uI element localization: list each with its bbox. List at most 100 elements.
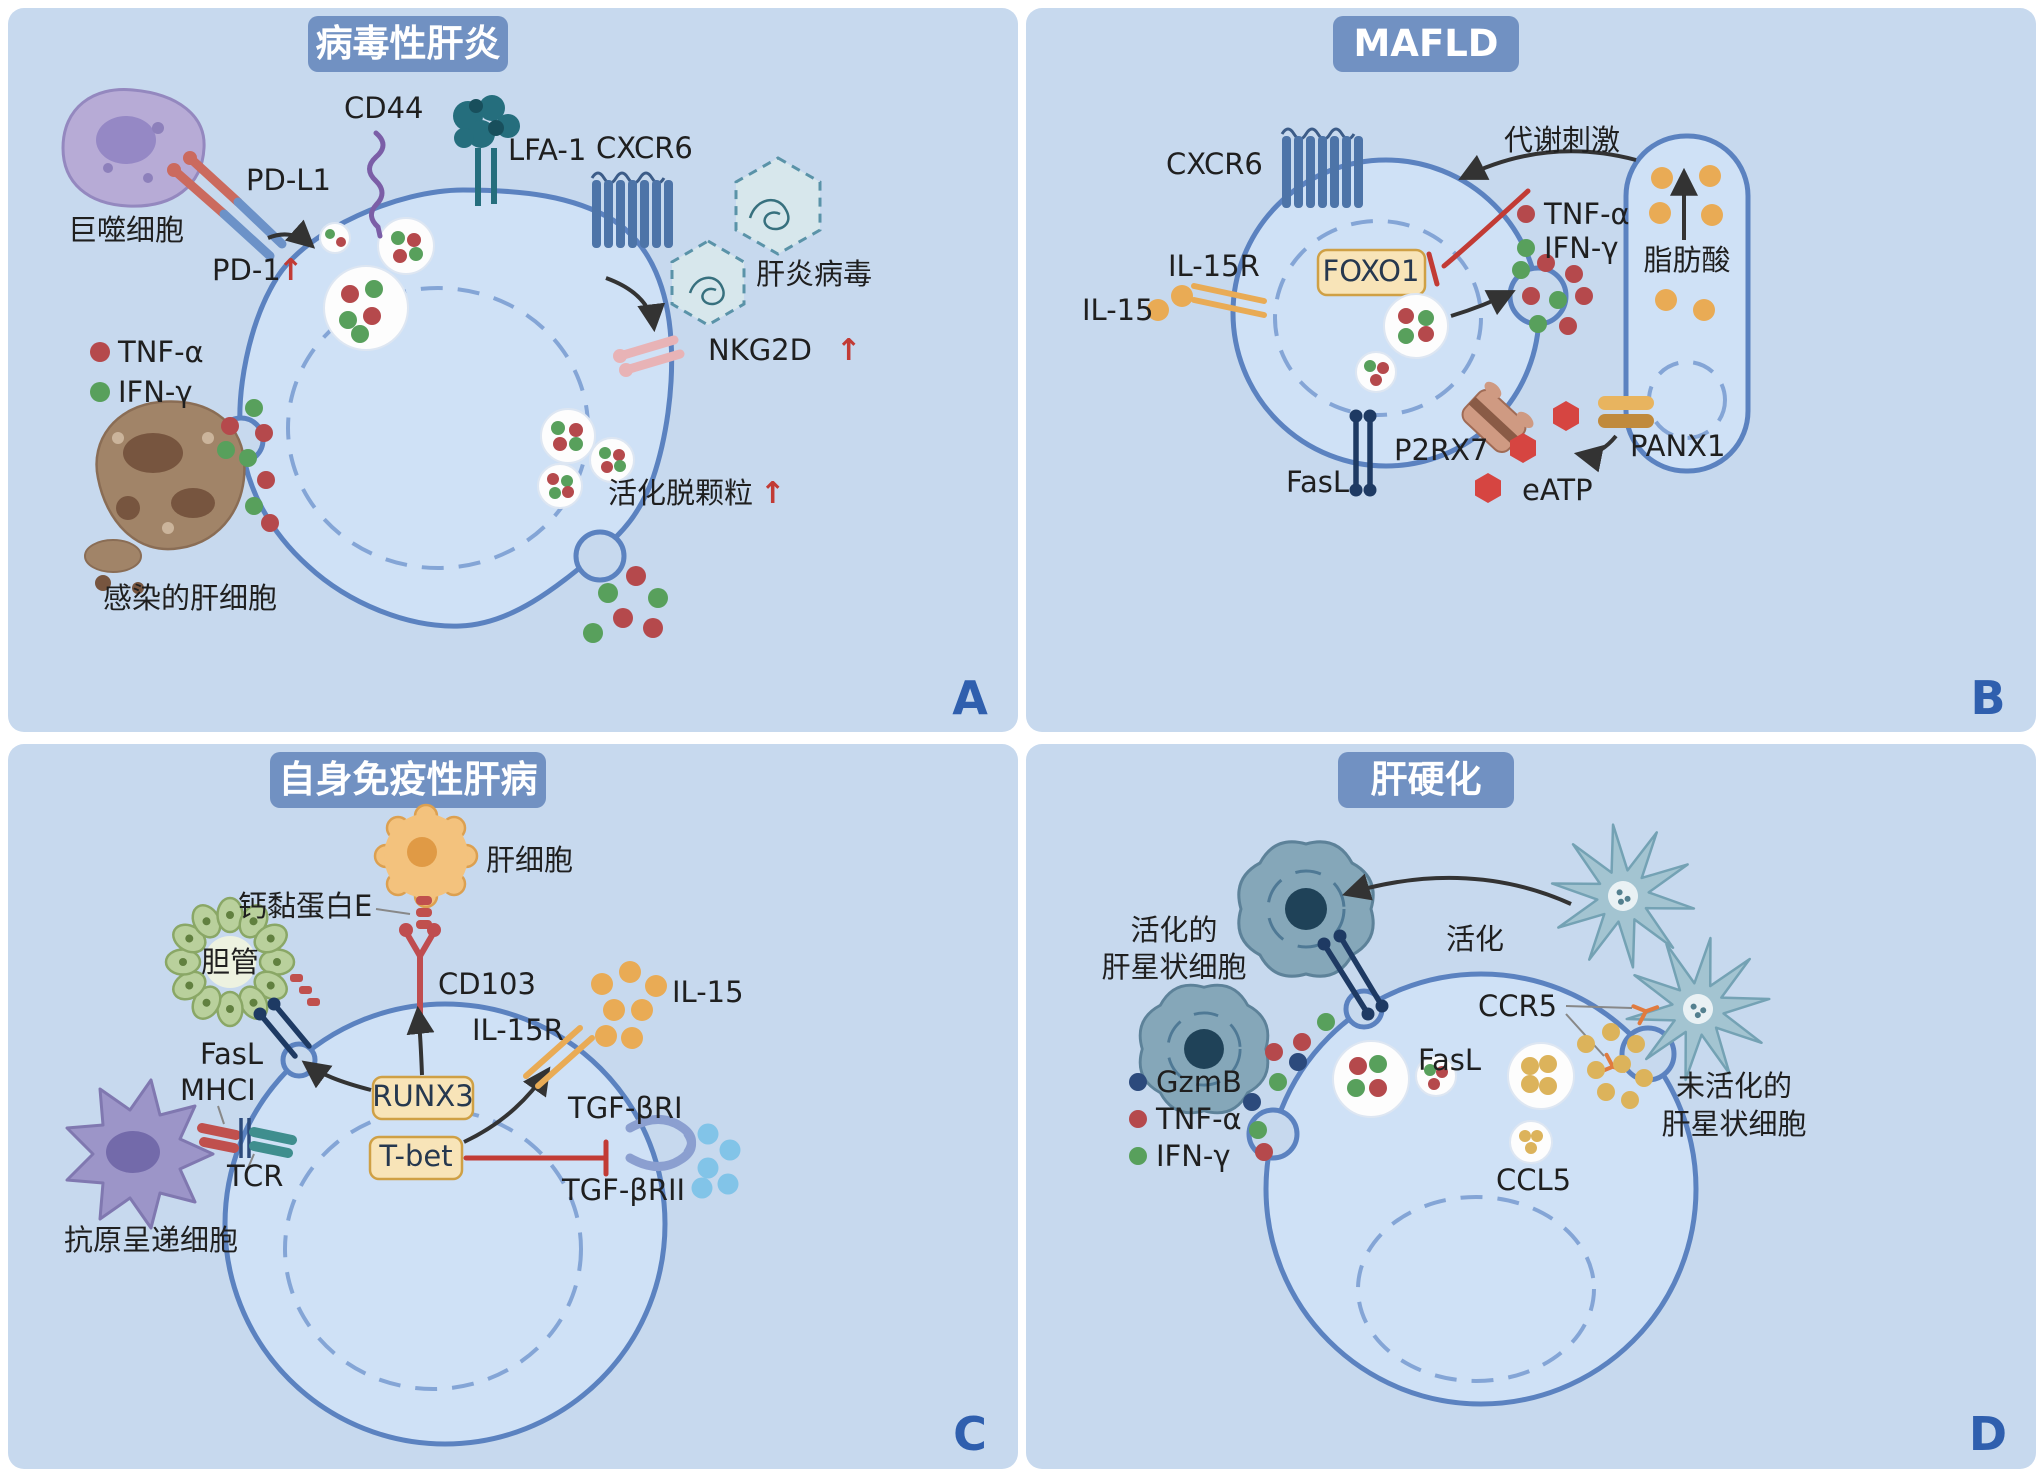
panel-viral-hepatitis: 病毒性肝炎 [8, 8, 1018, 732]
cytokine-vesicles [1355, 293, 1449, 393]
tcr-label: TCR [226, 1159, 283, 1193]
ccr5-pointer [1565, 1005, 1633, 1009]
panel-c-title: 自身免疫性肝病 [279, 758, 538, 801]
fasl-receptor [253, 997, 312, 1059]
nucleus-dashed [1273, 219, 1483, 417]
nkg2d-up-arrow: ↑ [836, 333, 861, 368]
nkg2d-receptor [613, 335, 685, 377]
ifng-label: IFN-γ [1544, 231, 1619, 265]
lfa1-receptor [453, 95, 520, 206]
panel-cirrhosis: 肝硬化 [1026, 744, 2036, 1469]
degranulation-up-arrow: ↑ [760, 476, 785, 511]
il15r-label: IL-15R [1168, 249, 1260, 283]
arrow-metabolic-stimulation [1458, 149, 1637, 180]
panel-d-title-badge [1338, 752, 1514, 808]
antigen-presenting-cell [65, 1078, 215, 1230]
eatp-molecules [1475, 401, 1579, 503]
panel-d-letter: D [1969, 1407, 2007, 1461]
degranulation-dots [583, 566, 668, 643]
metabolic-label: 代谢刺激 [1504, 123, 1620, 157]
cytokine-dots-right [1512, 254, 1593, 335]
cytokine-vesicles [319, 217, 635, 509]
cd44-receptor [367, 130, 386, 239]
fatty-acid-hepatocyte [1623, 133, 1751, 474]
ifng-legend-dot [1129, 1147, 1147, 1165]
cxcr6-label: CXCR6 [1166, 147, 1263, 181]
tgfbr-receptor [625, 1115, 697, 1171]
ifng-label: IFN-γ [118, 375, 193, 409]
tnfa-legend-dot [1129, 1110, 1147, 1128]
tnfa-label: TNF-α [1543, 197, 1630, 231]
inhibit-foxo1-line [1441, 188, 1531, 269]
hepatocyte-label: 肝细胞 [486, 843, 573, 877]
degranulation-label: 活化脱颗粒 [608, 476, 753, 510]
tgfbr2-label: TGF-βRII [561, 1173, 685, 1207]
panel-a-title: 病毒性肝炎 [316, 22, 501, 65]
p2rx7-label: P2RX7 [1394, 433, 1488, 467]
tbet-box [368, 1135, 464, 1181]
gzmb-legend-dot [1129, 1073, 1147, 1091]
foxo1-box [1316, 248, 1427, 297]
pd1-up-arrow: ↑ [278, 253, 303, 288]
panel-b-title-badge [1333, 16, 1519, 72]
arrow-vesicle-release [1450, 290, 1516, 318]
membrane-notch-degranulation [573, 529, 627, 583]
gzmb-label: GzmB [1156, 1065, 1242, 1099]
ccl5-dots [1577, 1023, 1653, 1109]
ifng-legend-dot [1517, 239, 1535, 257]
il15r-label: IL-15R [472, 1013, 564, 1047]
cadherin-label: 钙黏蛋白E [238, 889, 372, 923]
fasl-label: FasL [1286, 465, 1349, 499]
runx3-label: RUNX3 [372, 1079, 473, 1113]
panel-autoimmune-liver-disease: 自身免疫性肝病 [8, 744, 1018, 1469]
inactive-hsc-label-line2: 肝星状细胞 [1661, 1107, 1806, 1141]
ccl5-label: CCL5 [1496, 1163, 1571, 1197]
macrophage-label: 巨噬细胞 [68, 213, 184, 247]
p2rx7-channel [1461, 381, 1534, 453]
panel-mafld: MAFLD FOXO1 [1026, 8, 2036, 732]
activation-label: 活化 [1446, 922, 1504, 956]
panel-d-title: 肝硬化 [1371, 758, 1482, 801]
panel-c-title-badge [270, 752, 546, 808]
fasl-receptor [1349, 409, 1377, 497]
foxo1-label: FOXO1 [1323, 254, 1420, 288]
pd1-label: PD-1 [212, 253, 281, 287]
cytokine-dots-left [217, 399, 279, 532]
fasl-label: FasL [1418, 1043, 1481, 1077]
panel-c-letter: C [953, 1407, 987, 1461]
arrow-runx3-cd103 [406, 1005, 435, 1076]
runx3-box [371, 1075, 475, 1121]
infected-hepatocyte [84, 400, 246, 594]
apc-label: 抗原呈递细胞 [64, 1223, 238, 1257]
panel-b-letter: B [1970, 671, 2005, 725]
tnfa-legend-dot [90, 342, 110, 362]
fatty-acid-label: 脂肪酸 [1643, 243, 1730, 277]
infected-hepatocyte-label: 感染的肝细胞 [103, 581, 277, 615]
t-cell-membrane [222, 1001, 668, 1447]
ccr5-label: CCR5 [1478, 989, 1557, 1023]
nkg2d-label: NKG2D [708, 333, 812, 367]
arrow-runx3-fasl [301, 1060, 372, 1092]
pdl1-label: PD-L1 [246, 163, 331, 197]
arrow-activation [1341, 873, 1572, 906]
cd103-receptor [399, 923, 441, 1017]
activated-hsc-label-line1: 活化的 [1130, 913, 1217, 947]
tnfa-label: TNF-α [1155, 1102, 1242, 1136]
lfa1-label: LFA-1 [508, 133, 586, 167]
cxcr6-receptor [590, 171, 673, 248]
tnfa-legend-dot [1517, 205, 1535, 223]
il15-label: IL-15 [1082, 293, 1154, 327]
tbet-label: T-bet [378, 1139, 452, 1173]
cd103-label: CD103 [438, 967, 536, 1001]
fasl-label: FasL [200, 1037, 263, 1071]
inactive-hsc-label-line1: 未活化的 [1676, 1069, 1792, 1103]
inhibit-foxo1-bar [1426, 251, 1440, 287]
hepatitis-virus-icons [670, 156, 822, 327]
eatp-label: eATP [1522, 473, 1593, 507]
il15r-receptor [1147, 283, 1267, 321]
cd44-label: CD44 [344, 91, 423, 125]
cytokine-vesicles [1332, 1040, 1575, 1164]
arrow-tbet-il15r [463, 1066, 551, 1144]
mhci-label: MHCI [180, 1073, 256, 1107]
